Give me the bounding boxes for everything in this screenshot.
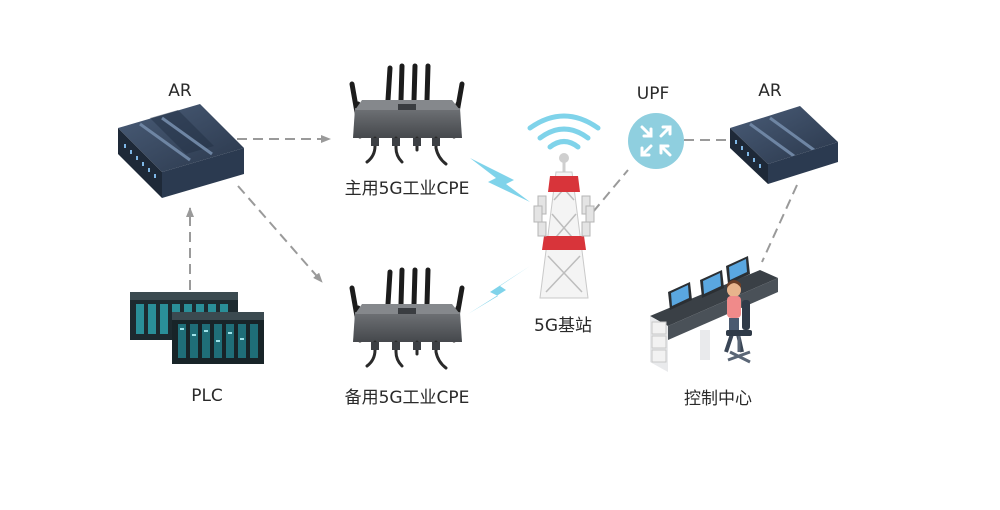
link-tower-to-upf: [592, 169, 629, 213]
plc-module-icon: [130, 292, 264, 364]
wireless-bolt-backup: [468, 266, 530, 314]
connections: [186, 135, 798, 290]
wireless-bolt-primary: [470, 158, 530, 202]
base-station-label: 5G基站: [534, 316, 592, 336]
link-ar-to-backup-cpe: [237, 185, 323, 283]
plc-label: PLC: [191, 386, 223, 406]
ar-left-server-icon: [118, 104, 244, 198]
link-ar-to-control-center: [761, 184, 798, 263]
cell-tower-icon: [527, 113, 601, 299]
primary-cpe-router-icon: [349, 63, 465, 166]
primary-cpe-label: 主用5G工业CPE: [344, 179, 470, 199]
backup-cpe-label: 备用5G工业CPE: [344, 388, 470, 408]
control-center-workstation-icon: [650, 256, 778, 372]
backup-cpe-router-icon: [349, 267, 465, 370]
upf-router-icon: [628, 113, 684, 169]
ar-right-label: AR: [758, 81, 782, 101]
ar-right-server-icon: [730, 106, 838, 184]
upf-label: UPF: [636, 84, 670, 104]
ar-left-label: AR: [168, 81, 192, 101]
control-center-label: 控制中心: [684, 389, 752, 409]
